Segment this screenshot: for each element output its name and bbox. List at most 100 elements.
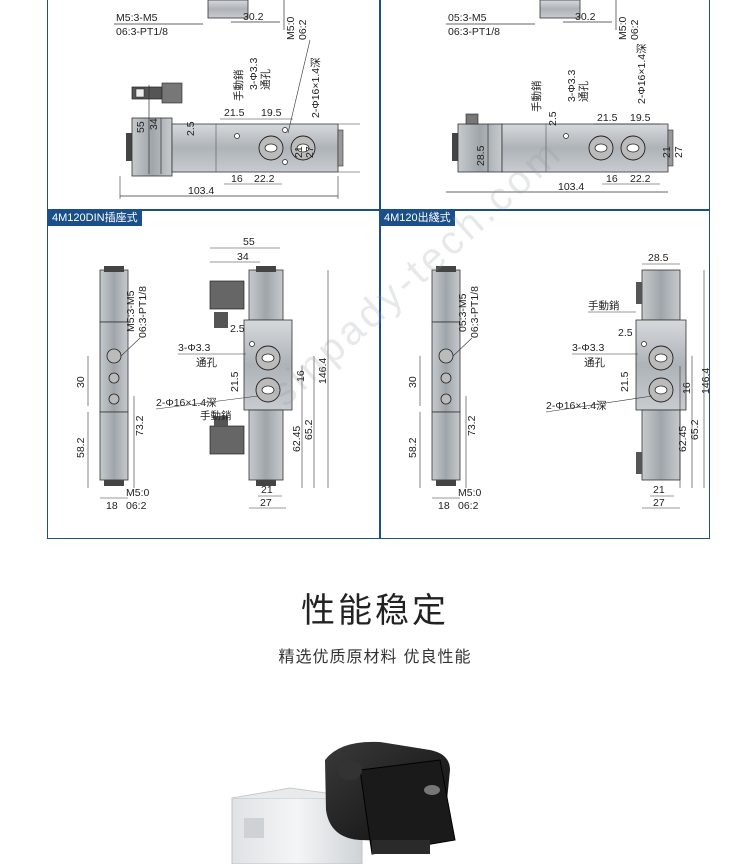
dim-146-4: 146.4: [700, 368, 712, 394]
dim-73-2: 73.2: [466, 415, 478, 436]
coil-upper: [431, 269, 461, 323]
deep-label: 2-Φ16×1.4深: [636, 43, 648, 104]
port-note-2: 06:3-PT1/8: [116, 26, 168, 38]
dim-21-5: 21.5: [597, 112, 618, 124]
manual-label: 手動銷: [588, 299, 620, 312]
dim-21-5: 21.5: [224, 107, 245, 119]
foot-06: 06:2: [126, 500, 147, 512]
coil-upper: [248, 269, 284, 321]
deep-label: 2-Φ16×1.4深: [310, 57, 322, 118]
valve-body-partial: [539, 0, 581, 19]
dim-58-2: 58.2: [75, 437, 87, 458]
dim-21-5: 21.5: [229, 371, 241, 392]
dim-34: 34: [148, 118, 160, 130]
panel-label-din: 4M120DIN插座式: [48, 211, 142, 226]
side-m5: M5:0: [617, 16, 629, 40]
dim-18: 18: [438, 500, 450, 512]
valve-body-partial: [207, 0, 249, 19]
dim-21: 21: [653, 484, 665, 496]
coil-lower: [248, 409, 284, 481]
dim-19-5: 19.5: [630, 112, 651, 124]
dim-30: 30: [407, 376, 419, 388]
dim-73-2: 73.2: [134, 415, 146, 436]
dim-30-2: 30.2: [243, 11, 264, 23]
dim-2-5: 2.5: [185, 121, 197, 136]
lead-wire-exit: [636, 282, 642, 304]
dim-21-5: 21.5: [619, 371, 631, 392]
dim-19-5: 19.5: [261, 107, 282, 119]
drawing-sheet: 4M120DIN插座式 4M120出綫式 M5:3-M5 06:3-PT1/8 …: [47, 0, 712, 539]
manual-label: 手動銷: [530, 81, 543, 113]
top-left-drawing: M5:3-M5 06:3-PT1/8 30.2 M5:0 06:2 手動銷 3-…: [114, 0, 360, 199]
dim-28-5: 28.5: [475, 145, 487, 166]
dim-27: 27: [653, 497, 665, 509]
dim-16: 16: [681, 382, 693, 394]
dim-16: 16: [295, 370, 307, 382]
side-06: 06:2: [297, 19, 309, 40]
dim-2-5: 2.5: [618, 327, 633, 339]
dim-27: 27: [304, 146, 316, 158]
coil-lower: [99, 411, 129, 481]
dim-28-5: 28.5: [648, 252, 669, 264]
dim-22-2: 22.2: [254, 173, 275, 185]
hole-label: 3-Φ3.3: [566, 70, 578, 102]
hole-label: 3-Φ3.3: [178, 342, 210, 354]
dim-30-2: 30.2: [575, 11, 596, 23]
dim-62-45: 62.45: [291, 426, 303, 452]
port-note-2: 06:3-PT1/8: [137, 286, 149, 338]
panel-divider-vertical: [379, 0, 381, 539]
bottom-left-drawing: M5:3-M5 06:3-PT1/8 30 58.2 73.2 M5:0 06:…: [75, 236, 329, 512]
manual-label: 手動銷: [232, 70, 245, 102]
through-label: 通孔: [584, 356, 605, 369]
dim-65-2: 65.2: [303, 419, 315, 440]
bottom-right-drawing: 05:3-M5 06:3-PT1/8 30 58.2 73.2 M5:0 06:…: [407, 252, 712, 512]
through-label: 通孔: [196, 356, 217, 369]
coil-lower: [431, 411, 461, 481]
din-connector-lower: [209, 425, 245, 455]
port-note-2: 06:3-PT1/8: [448, 26, 500, 38]
section-title: 性能稳定: [301, 591, 449, 631]
coil-cap: [452, 133, 458, 161]
coil-cap: [126, 133, 132, 161]
solenoid-coil: [457, 123, 503, 173]
port-note-1: M5:3-M5: [116, 12, 158, 24]
dim-58-2: 58.2: [407, 437, 419, 458]
dim-146-4: 146.4: [317, 358, 329, 384]
side-m5: M5:0: [285, 16, 297, 40]
top-right-drawing: 05:3-M5 06:3-PT1/8 30.2 M5:0 06:2 手動銷 2.…: [446, 0, 685, 193]
dim-34: 34: [237, 251, 249, 263]
lead-wire-exit: [465, 113, 479, 125]
dim-21: 21: [261, 484, 273, 496]
coil-upper: [641, 269, 681, 321]
through-label: 通孔: [577, 81, 590, 102]
dim-21: 21: [293, 146, 305, 158]
dim-103-4: 103.4: [558, 181, 584, 193]
manual-label: 手動銷: [200, 409, 232, 422]
dim-62-45: 62.45: [677, 426, 689, 452]
hole-label: 3-Φ3.3: [572, 342, 604, 354]
foot-m5: M5:0: [458, 487, 482, 499]
housing-window: [244, 818, 264, 838]
dim-65-2: 65.2: [689, 419, 701, 440]
foot-06: 06:2: [458, 500, 479, 512]
dim-22-2: 22.2: [630, 173, 651, 185]
port-note-1: 05:3-M5: [457, 293, 469, 332]
dim-27: 27: [260, 497, 272, 509]
port-note-2: 06:3-PT1/8: [469, 286, 481, 338]
port-note-1: M5:3-M5: [125, 290, 137, 332]
plug-screw: [424, 785, 440, 795]
product-photo: [231, 741, 456, 864]
coil-upper: [99, 269, 129, 323]
dim-30: 30: [75, 376, 87, 388]
dim-16: 16: [231, 173, 243, 185]
solenoid-coil: [131, 117, 173, 177]
panel-label-lead-wire: 4M120出綫式: [380, 211, 455, 226]
dim-2-5: 2.5: [230, 323, 245, 335]
dim-55: 55: [135, 121, 147, 133]
section-subtitle: 精选优质原材料 优良性能: [278, 647, 472, 666]
dim-55: 55: [243, 236, 255, 248]
dim-18: 18: [106, 500, 118, 512]
dim-103-4: 103.4: [188, 185, 214, 197]
foot-m5: M5:0: [126, 487, 150, 499]
coil-lower: [641, 409, 681, 481]
